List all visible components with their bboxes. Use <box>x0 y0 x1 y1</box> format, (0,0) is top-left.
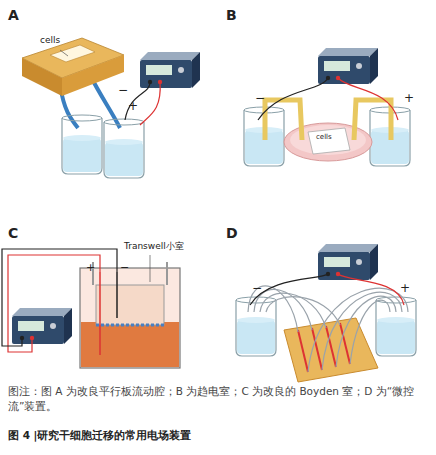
polarity-sign: − <box>120 262 129 273</box>
figure-title: 图 4 |研究干细胞迁移的常用电场装置 <box>8 428 426 443</box>
panel-a-art-part <box>62 115 102 174</box>
panel-c-art-part <box>99 272 101 355</box>
polarity-sign: + <box>128 100 138 112</box>
panel-c-art-part <box>81 322 179 367</box>
panel-a-art-part <box>22 58 62 96</box>
panel-c-art-part <box>116 272 118 318</box>
figure-caption: 图注：图 A 为改良平行板流动腔；B 为趋电室；C 为改良的 Boyden 室；… <box>8 384 426 414</box>
panel-d-art-part <box>308 288 408 372</box>
panel-b-art <box>244 48 410 166</box>
panel-letter: C <box>8 226 18 240</box>
panel-d-art-part <box>266 297 340 325</box>
cells-label: cells <box>316 134 332 141</box>
panel-b-art-part <box>284 123 372 161</box>
panel-d-art-part <box>254 289 312 330</box>
panel-a-art-part <box>140 52 200 88</box>
panel-d-art-part <box>322 292 402 370</box>
panel-d-art-part <box>376 297 416 356</box>
panel-d-art-part <box>312 328 322 370</box>
panel-a-art-part <box>62 55 124 96</box>
panel-a-art <box>22 38 200 178</box>
panel-c-art-part <box>166 262 168 285</box>
panel-d-art <box>236 244 416 382</box>
panel-a-art-part <box>140 82 160 125</box>
panel-c-art-part <box>8 255 100 352</box>
panel-b-art-part <box>258 78 328 120</box>
polarity-sign: + <box>400 282 410 294</box>
panel-c-art <box>2 249 180 368</box>
panel-b-art-part <box>354 100 391 140</box>
panel-d-art-part <box>338 274 404 305</box>
panel-a-art-part <box>125 82 150 120</box>
polarity-sign: − <box>118 84 128 96</box>
panel-d-art-part <box>260 293 326 328</box>
panel-d-art-part <box>236 297 276 356</box>
panel-b-art-part <box>308 128 350 154</box>
panel-a-art-part <box>50 45 95 62</box>
panel-c-art-part <box>96 285 164 325</box>
polarity-sign: + <box>86 262 95 273</box>
panel-c-art-part <box>12 308 72 344</box>
panel-c-art-part <box>150 255 151 282</box>
panel-letter: A <box>8 8 19 22</box>
polarity-sign: − <box>252 282 262 294</box>
panel-d-art-part <box>298 330 308 372</box>
cells-label: cells <box>40 36 60 45</box>
panel-b-art-part <box>338 78 398 120</box>
panel-a-art-part <box>60 50 68 56</box>
panel-a-art-part <box>104 119 144 178</box>
polarity-sign: − <box>255 92 265 104</box>
panel-c-art-part <box>2 249 117 346</box>
transwell-label: Transwell小室 <box>124 242 184 251</box>
panel-d-art-part <box>284 318 378 382</box>
panel-c-art-part <box>80 268 180 368</box>
panel-c-art-part <box>96 324 164 327</box>
panel-d-art-part <box>336 296 396 367</box>
panel-letter: D <box>226 226 238 240</box>
panel-d-art-part <box>250 274 328 305</box>
polarity-sign: + <box>404 92 414 104</box>
panel-d-art-part <box>350 300 390 364</box>
panel-letter: B <box>226 8 237 22</box>
